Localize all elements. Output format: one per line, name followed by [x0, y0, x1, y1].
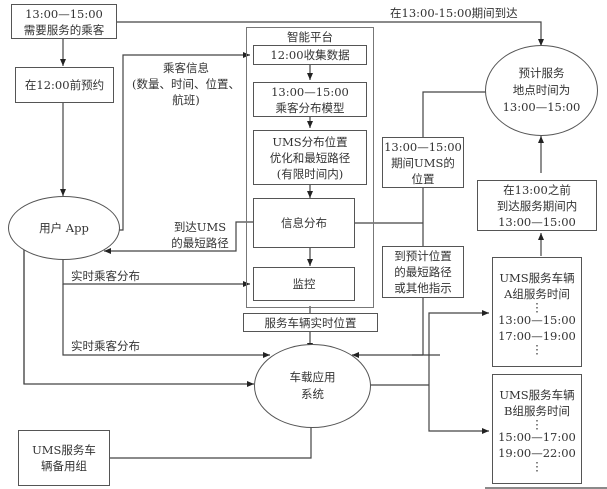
arrow-app-to-collect: [119, 52, 250, 231]
optimize-line2: 优化和最短路径: [269, 150, 351, 165]
arrow-passengers-to-expected: [117, 21, 544, 46]
expected-service-node: 预计服务 地点时间为 13:00—15:00: [485, 45, 598, 136]
arrow-route-to-onboard: [412, 298, 440, 356]
passengers-label: 需要服务的乘客: [23, 22, 105, 37]
passengers-box: 13:00—15:00 需要服务的乘客: [11, 4, 117, 39]
ums-position-line2: 期间UMS的: [391, 155, 455, 170]
info-distribution-box: 信息分布: [253, 198, 355, 248]
onboard-system-node: 车载应用 系统: [254, 344, 371, 428]
monitor-box: 监控: [253, 267, 355, 301]
realtime-passenger-label-1: 实时乘客分布: [71, 269, 140, 283]
ums-position-box: 13:00—15:00 期间UMS的 位置: [382, 137, 464, 188]
onboard-line2: 系统: [301, 387, 324, 401]
route-expected-line2: 的最短路径: [394, 265, 452, 279]
expected-line2: 地点时间为: [512, 83, 571, 97]
user-app-label: 用户 App: [39, 220, 89, 235]
group-b-box: UMS服务车辆 B组服务时间 ⋮ 15:00—17:00 19:00—22:00…: [492, 374, 582, 484]
backup-group-box: UMS服务车 辆备用组: [18, 430, 110, 486]
backup-line1: UMS服务车: [32, 443, 96, 457]
user-app-node: 用户 App: [8, 196, 120, 260]
route-to-ums-label: 到达UMS 的最短路径: [160, 219, 240, 251]
optimize-line1: UMS分布位置: [272, 134, 348, 149]
group-a-line2: A组服务时间: [504, 287, 570, 301]
route-expected-line3: 或其他指示: [394, 281, 452, 295]
passengers-time: 13:00—15:00: [25, 6, 103, 21]
arrow-onboard-to-group-a: [428, 310, 489, 385]
onboard-line1: 车载应用: [289, 370, 336, 384]
arrive-period-label: 在13:00-15:00期间到达: [390, 6, 518, 20]
passenger-model-box: 13:00—15:00 乘客分布模型: [253, 82, 367, 117]
before13-line3: 13:00—15:00: [498, 214, 576, 229]
arrow-ums-position-to-expected: [422, 89, 508, 137]
ums-position-line3: 位置: [411, 171, 435, 186]
info-distribution-label: 信息分布: [281, 216, 327, 230]
group-a-dots-bottom: ⋮: [531, 342, 543, 356]
group-a-time1: 13:00—15:00: [498, 313, 576, 327]
group-b-dots-bottom: ⋮: [531, 459, 543, 473]
route-to-ums-line2: 的最短路径: [171, 236, 229, 250]
collect-data-box: 12:00收集数据: [253, 45, 367, 65]
smart-platform-container: [246, 27, 374, 308]
before-13-box: 在13:00之前 到达服务期间内 13:00—15:00: [477, 180, 597, 231]
group-a-time2: 17:00—19:00: [498, 329, 576, 343]
vehicle-realtime-position-label: 服务车辆实时位置: [264, 315, 357, 330]
passenger-info-line3: 航班): [172, 93, 200, 107]
line-backup-to-onboard: [109, 427, 312, 459]
passenger-info-label: 乘客信息 (数量、时间、位置、 航班): [126, 60, 246, 108]
realtime-passenger-label-2: 实时乘客分布: [71, 339, 140, 353]
before13-line2: 到达服务期间内: [496, 198, 578, 213]
group-a-dots-top: ⋮: [531, 300, 543, 314]
before13-line1: 在13:00之前: [503, 182, 571, 197]
model-line2: 乘客分布模型: [275, 100, 345, 115]
arrow-onboard-to-group-b: [428, 385, 489, 434]
optimize-line3: (有限时间内): [276, 166, 344, 181]
route-to-expected-box: 到预计位置 的最短路径 或其他指示: [382, 246, 464, 298]
backup-line2: 辆备用组: [41, 459, 87, 473]
passenger-info-line2: (数量、时间、位置、: [132, 77, 240, 91]
reserve-label: 在12:00前预约: [24, 78, 105, 92]
passenger-info-line1: 乘客信息: [163, 61, 209, 75]
expected-line1: 预计服务: [518, 66, 565, 80]
optimize-box: UMS分布位置 优化和最短路径 (有限时间内): [253, 130, 367, 185]
group-a-line1: UMS服务车辆: [499, 271, 575, 285]
arrow-app-to-onboard: [62, 284, 270, 358]
ums-position-line1: 13:00—15:00: [384, 139, 462, 154]
arrow-distribute-to-app: [104, 221, 253, 254]
group-b-line1: UMS服务车辆: [499, 388, 575, 402]
group-b-time1: 15:00—17:00: [498, 430, 576, 444]
group-a-box: UMS服务车辆 A组服务时间 ⋮ 13:00—15:00 17:00—19:00…: [492, 257, 582, 367]
vehicle-realtime-position-box: 服务车辆实时位置: [243, 313, 378, 332]
route-to-ums-line1: 到达UMS: [173, 220, 227, 234]
expected-line3: 13:00—15:00: [502, 100, 581, 114]
group-b-time2: 19:00—22:00: [498, 446, 576, 460]
monitor-label: 监控: [292, 277, 316, 291]
group-b-line2: B组服务时间: [504, 404, 570, 418]
collect-data-label: 12:00收集数据: [270, 48, 350, 62]
route-expected-line1: 到预计位置: [394, 249, 452, 263]
reserve-box: 在12:00前预约: [15, 67, 114, 103]
model-line1: 13:00—15:00: [271, 84, 349, 99]
group-b-dots-top: ⋮: [531, 417, 543, 431]
platform-title: 智能平台: [287, 30, 333, 44]
